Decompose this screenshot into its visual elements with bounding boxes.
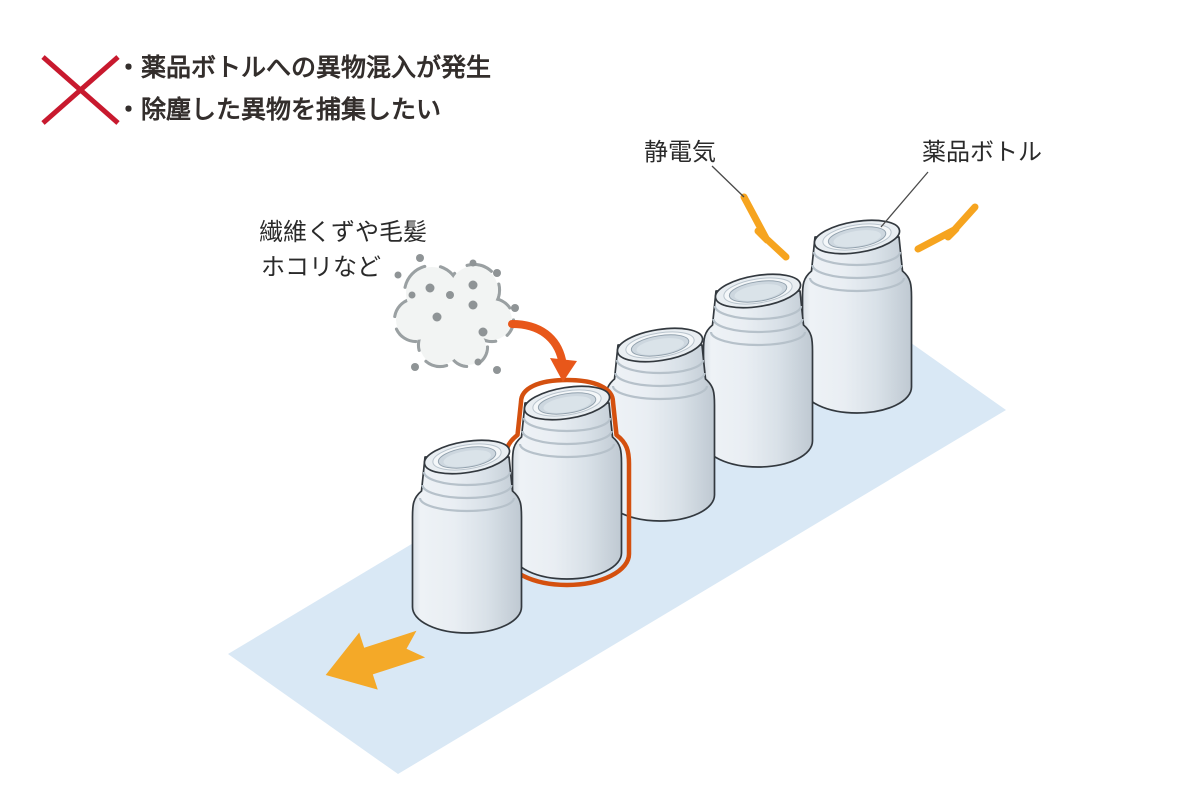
note-line-1: ・薬品ボトルへの異物混入が発生 bbox=[116, 53, 491, 82]
debris-label-line1: 繊維くずや毛髪 bbox=[259, 219, 427, 246]
dust-particles bbox=[394, 254, 519, 374]
contamination-highlight-outline bbox=[502, 377, 632, 588]
static-electricity-pointer-line bbox=[711, 165, 745, 198]
bottle-label: 薬品ボトル bbox=[922, 139, 1042, 166]
note-line-2: ・除塵した異物を捕集したい bbox=[116, 95, 441, 124]
bottle-2-highlighted bbox=[511, 379, 623, 581]
bottle-5 bbox=[801, 213, 913, 415]
dust-cloud bbox=[392, 254, 519, 374]
contamination-arrow bbox=[508, 320, 577, 382]
conveyor-direction-arrow bbox=[325, 630, 426, 690]
debris-label-line2: ホコリなど bbox=[261, 254, 381, 281]
bottle-4 bbox=[702, 267, 814, 469]
lightning-left-icon bbox=[740, 193, 790, 261]
lightning-right-icon bbox=[914, 203, 979, 253]
bottle-1 bbox=[411, 433, 523, 635]
bottle-pointer-line bbox=[880, 171, 929, 228]
ng-cross-icon bbox=[41, 55, 120, 125]
static-electricity-label: 静電気 bbox=[644, 139, 716, 166]
